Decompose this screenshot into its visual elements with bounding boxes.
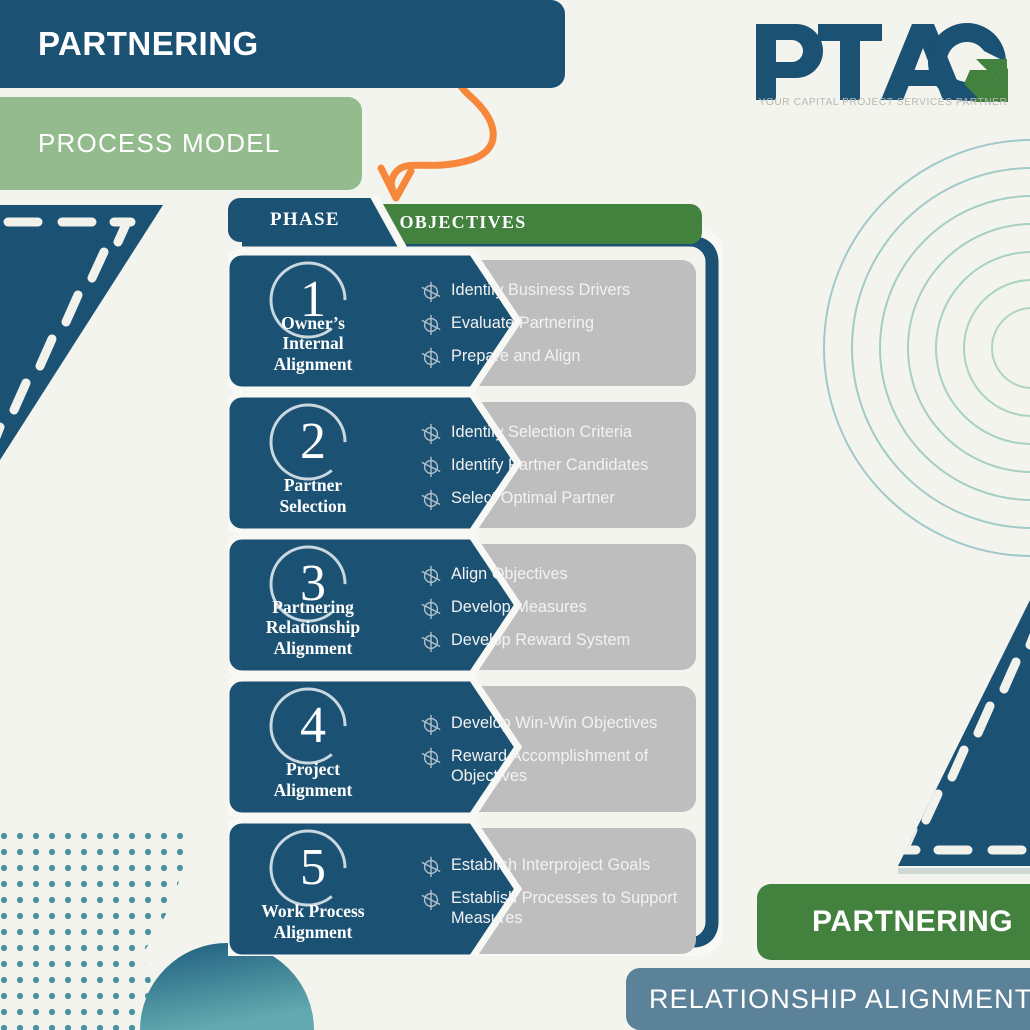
objective-text: Develop Measures: [451, 598, 587, 616]
phase-name-line: Owner’s: [281, 312, 345, 333]
phase-header-shape-main: [228, 198, 398, 242]
crosshair-icon: [420, 746, 442, 768]
phase-name-line: Alignment: [273, 353, 353, 374]
objective-item: Select Optimal Partner: [420, 488, 716, 510]
banner-relationship-alignment-text: RELATIONSHIP ALIGNMENT: [649, 983, 1030, 1014]
banner-process-model: PROCESS MODEL: [0, 97, 362, 190]
crosshair-icon: [420, 280, 442, 302]
crosshair-icon: [420, 888, 442, 910]
ptag-logo-tagline: YOUR CAPITAL PROJECT SERVICES PARTNER: [758, 97, 1008, 108]
objective-item: Identify Partner Candidates: [420, 455, 716, 477]
phase-name-line: Selection: [279, 495, 347, 516]
objective-item: Prepare and Align: [420, 346, 716, 368]
gradient-blob-decoration: [140, 943, 314, 1030]
objective-item: Develop Reward System: [420, 630, 716, 652]
objective-item: Evaluate Partnering: [420, 313, 716, 335]
objective-text: Identify Partner Candidates: [451, 456, 649, 474]
road-triangle-bottom-right: [898, 600, 1030, 874]
phase-number-1: 1: [300, 271, 326, 328]
phase-number-4: 4: [300, 697, 326, 754]
crosshair-icon: [420, 488, 442, 510]
header-objectives-label: OBJECTIVES: [399, 212, 527, 232]
phase-number-5: 5: [300, 839, 326, 896]
objective-text: Identify Business Drivers: [451, 281, 631, 299]
header-divider-white: [370, 196, 408, 252]
row-1-graphics: [228, 248, 696, 394]
objective-item: Identify Business Drivers: [420, 280, 716, 302]
objective-item: Reward Accomplishment of Objectives: [420, 746, 716, 786]
phase-name-line: Work Process: [261, 901, 365, 921]
phase-number-3: 3: [300, 555, 326, 612]
phase-name-line: Alignment: [273, 779, 353, 800]
phase-name-line: Project: [285, 759, 341, 779]
objective-text: Prepare and Align: [451, 347, 581, 365]
crosshair-icon: [420, 346, 442, 368]
objective-item: Identify Selection Criteria: [420, 422, 716, 444]
crosshair-icon: [420, 713, 442, 735]
objective-text: Develop Win-Win Objectives: [451, 713, 658, 732]
objective-text: Establish Interproject Goals: [451, 855, 651, 874]
phase-name-line: Partnering: [272, 596, 354, 617]
phase-name-line: Alignment: [273, 637, 353, 658]
crosshair-icon: [420, 455, 442, 477]
objectives-header-shape: [380, 204, 702, 244]
objective-item: Establish Interproject Goals: [420, 855, 716, 877]
table-frame-highlight: [242, 227, 723, 956]
row-3-graphics: [228, 532, 696, 678]
objective-item: Establish Processes to Support Measures: [420, 888, 716, 928]
banner-relationship-alignment: RELATIONSHIP ALIGNMENT: [626, 968, 1030, 1030]
banner-partnering-bottom-text: PARTNERING: [812, 905, 1014, 938]
phase-name-line: Internal: [282, 333, 344, 353]
crosshair-icon: [420, 855, 442, 877]
process-table-graphics: [228, 196, 723, 956]
row-2-graphics: [228, 390, 696, 536]
banner-partnering-title: PARTNERING: [0, 0, 565, 88]
header-phase-label: PHASE: [270, 209, 340, 230]
banner-partnering-bottom: PARTNERING: [757, 884, 1030, 960]
objective-text: Establish Processes to Support Measures: [451, 888, 678, 927]
objective-text: Develop Reward System: [451, 631, 631, 649]
crosshair-icon: [420, 564, 442, 586]
objective-text: Evaluate Partnering: [451, 314, 595, 332]
phase-number-2: 2: [300, 413, 326, 470]
road-triangle-top-left: [0, 205, 163, 460]
crosshair-icon: [420, 313, 442, 335]
objective-text: Reward Accomplishment of Objectives: [451, 746, 649, 785]
crosshair-icon: [420, 422, 442, 444]
row-4-graphics: [228, 674, 696, 820]
phase-name-line: Relationship: [265, 617, 361, 637]
row-5-graphics: [228, 816, 696, 956]
objective-item: Develop Measures: [420, 597, 716, 619]
ptag-logo-mark: [756, 23, 1008, 102]
concentric-arcs-decoration: [823, 139, 1030, 557]
objective-text: Identify Selection Criteria: [451, 423, 632, 441]
objective-item: Align Objectives: [420, 564, 716, 586]
table-outer-frame: [242, 233, 719, 951]
banner-process-model-text: PROCESS MODEL: [38, 128, 281, 158]
objective-item: Develop Win-Win Objectives: [420, 713, 716, 735]
phase-name-line: Partner: [283, 475, 343, 495]
crosshair-icon: [420, 630, 442, 652]
objective-text: Align Objectives: [451, 565, 568, 583]
objective-text: Select Optimal Partner: [451, 489, 615, 507]
phase-name-line: Alignment: [273, 921, 353, 942]
banner-partnering-title-text: PARTNERING: [38, 25, 259, 62]
ptag-logo: [752, 18, 1014, 110]
crosshair-icon: [420, 597, 442, 619]
